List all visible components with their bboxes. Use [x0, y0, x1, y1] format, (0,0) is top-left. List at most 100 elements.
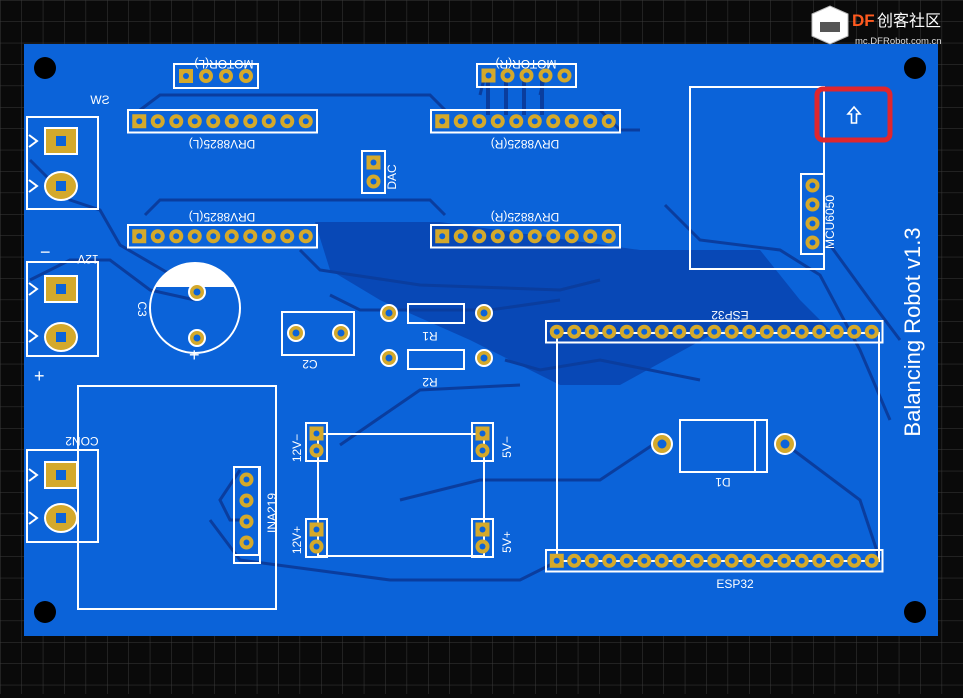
watermark-url: mc.DFRobot.com.cn	[855, 36, 942, 47]
header-pin-hole	[479, 543, 486, 550]
header-pin-hole	[370, 159, 377, 166]
header-pin-hole	[693, 557, 700, 564]
header-pin-hole	[623, 328, 630, 335]
header-pin-hole	[136, 118, 143, 125]
label-5v-minus: 5V−	[500, 436, 514, 458]
header-pin-hole	[606, 557, 613, 564]
header-pin-hole	[154, 233, 161, 240]
watermark-df: DF	[852, 11, 875, 30]
header-motor-r	[476, 63, 577, 88]
discrete-pad-holes	[193, 288, 790, 449]
label-motor-l: MOTOR(L)	[194, 57, 253, 71]
header-pin-hole	[798, 328, 805, 335]
terminal-chevrons	[28, 134, 39, 525]
header-pin-hole	[136, 233, 143, 240]
header-pin-hole	[513, 233, 520, 240]
header-pin-hole	[228, 233, 235, 240]
header-pin-hole	[243, 518, 250, 525]
header-pin-hole	[531, 233, 538, 240]
header-pin-hole	[191, 118, 198, 125]
header-pin-hole	[479, 430, 486, 437]
header-drv-l-bot	[127, 224, 318, 249]
label-drv-r-top: DRV8825(R)	[491, 137, 559, 151]
header-pin-hole	[265, 233, 272, 240]
header-pin-hole	[763, 557, 770, 564]
label-ina219: INA219	[265, 493, 279, 533]
header-pin-hole	[243, 476, 250, 483]
label-motor-r: MOTOR(R)	[495, 57, 556, 71]
header-pin-hole	[173, 233, 180, 240]
header-pin-hole	[531, 118, 538, 125]
header-pin-hole	[658, 557, 665, 564]
header-pin-hole	[833, 557, 840, 564]
header-dac	[361, 150, 386, 194]
label-5v-plus: 5V+	[500, 531, 514, 553]
header-pin-hole	[479, 526, 486, 533]
header-pin-hole	[676, 328, 683, 335]
header-pin-hole	[550, 118, 557, 125]
header-pin-hole	[247, 118, 254, 125]
label-d1: D1	[715, 475, 731, 489]
header-pin-hole	[476, 233, 483, 240]
header-pin-hole	[457, 118, 464, 125]
header-pin-hole	[623, 557, 630, 564]
header-pin-hole	[587, 118, 594, 125]
header-pin-hole	[513, 118, 520, 125]
header-pin-hole	[605, 233, 612, 240]
header-pin-hole	[809, 220, 816, 227]
header-pin-hole	[728, 557, 735, 564]
label-12v-minus: 12V−	[290, 434, 304, 462]
mounting-holes	[34, 57, 926, 623]
header-pin-hole	[606, 328, 613, 335]
header-pin-hole	[228, 118, 235, 125]
watermark-brand: 创客社区	[877, 11, 941, 30]
header-pin-hole	[313, 526, 320, 533]
header-pin-hole	[711, 557, 718, 564]
header-ina219	[233, 466, 260, 556]
header-pin-hole	[313, 447, 320, 454]
header-pin-hole	[851, 328, 858, 335]
header-pin-hole	[833, 328, 840, 335]
header-pin-hole	[485, 72, 492, 79]
copper-pour	[315, 222, 830, 385]
label-12v-plus: 12V+	[290, 526, 304, 554]
header-5v-plus	[471, 518, 494, 558]
header-pin-hole	[693, 328, 700, 335]
header-5v-minus	[471, 422, 494, 462]
c3-polarity-fill	[155, 262, 235, 287]
label-esp-top: ESP32	[711, 308, 749, 322]
label-mcu: MCU6050	[823, 195, 837, 249]
header-pin-hole	[191, 233, 198, 240]
label-drv-l-top: DRV8825(L)	[189, 137, 255, 151]
header-pin-hole	[243, 73, 249, 79]
header-pin-hole	[247, 233, 254, 240]
header-drv-l-top	[127, 109, 318, 134]
label-c2: C2	[302, 357, 318, 371]
silkscreen-text: SW 12V − + C3 + C2 R1 R2 CON2 MOTOR(L) M…	[34, 57, 837, 591]
header-pin-hole	[154, 118, 161, 125]
board-title: Balancing Robot v1.3	[900, 227, 925, 436]
header-pin-hole	[313, 430, 320, 437]
label-dac: DAC	[385, 164, 399, 190]
header-pin-hole	[711, 328, 718, 335]
header-pin-hole	[816, 328, 823, 335]
header-pin-hole	[302, 118, 309, 125]
label-drv-l-bot: DRV8825(L)	[189, 210, 255, 224]
header-pin-hole	[809, 201, 816, 208]
label-12v: 12V	[77, 252, 98, 266]
header-pin-hole	[658, 328, 665, 335]
header-pin-hole	[816, 557, 823, 564]
header-12v-minus	[305, 422, 328, 462]
highlight-box[interactable]	[814, 86, 893, 143]
header-pin-hole	[553, 328, 560, 335]
header-pin-hole	[457, 233, 464, 240]
header-pin-hole	[183, 73, 189, 79]
header-pin-hole	[641, 328, 648, 335]
label-con2: CON2	[65, 434, 99, 448]
header-pin-hole	[265, 118, 272, 125]
header-esp-top	[545, 320, 884, 344]
header-pin-hole	[504, 72, 511, 79]
header-pin-hole	[439, 118, 446, 125]
